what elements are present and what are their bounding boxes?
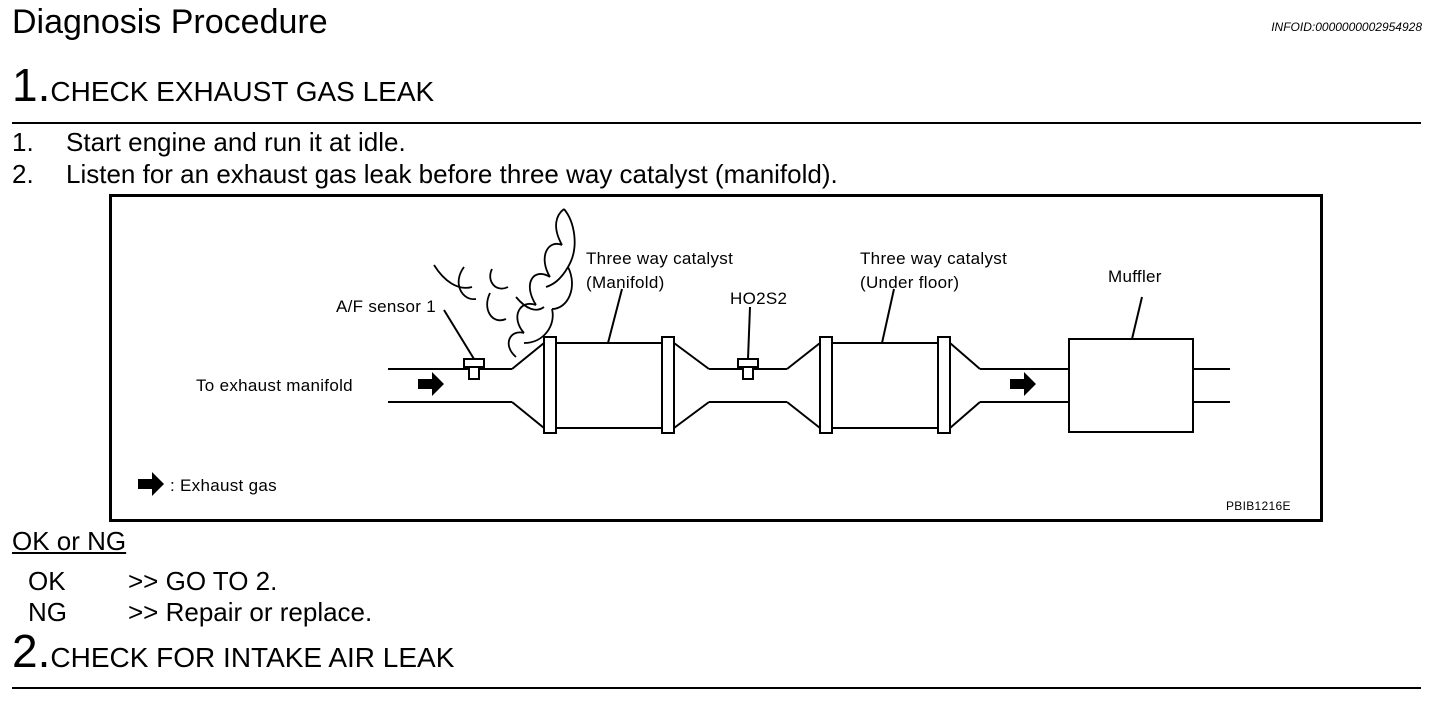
- catalyst-1-flange-left: [543, 336, 557, 434]
- label-twc-manifold-line1: Three way catalyst: [586, 249, 734, 268]
- label-muffler: Muffler: [1108, 267, 1162, 286]
- exhaust-flow-arrow-icon: [418, 372, 444, 396]
- catalyst-1-body: [555, 342, 663, 429]
- instruction-item: 2. Listen for an exhaust gas leak before …: [12, 159, 838, 189]
- divider: [12, 122, 1421, 124]
- instruction-item: 1. Start engine and run it at idle.: [12, 127, 406, 157]
- step-1-heading: CHECK EXHAUST GAS LEAK: [50, 76, 435, 107]
- result-action: >> GO TO 2.: [128, 566, 278, 596]
- label-af-sensor: A/F sensor 1: [336, 297, 436, 316]
- result-item: OK >> GO TO 2.: [28, 566, 277, 596]
- result-key: NG: [28, 597, 67, 627]
- legend-label: : Exhaust gas: [170, 476, 277, 495]
- af-sensor-leader: [443, 309, 475, 360]
- catalyst-1-leader: [607, 288, 623, 344]
- catalyst-2-flange-right: [937, 336, 951, 434]
- label-twc-manifold-line2: (Manifold): [586, 273, 665, 292]
- step-1-header: 1.CHECK EXHAUST GAS LEAK: [12, 62, 434, 108]
- figure-code: PBIB1216E: [1226, 499, 1291, 513]
- catalyst-2-flange-left: [819, 336, 833, 434]
- result-item: NG >> Repair or replace.: [28, 597, 372, 627]
- instruction-number: 1.: [12, 127, 34, 157]
- label-twc-under-floor-line2: (Under floor): [860, 273, 960, 292]
- result-key: OK: [28, 566, 66, 596]
- catalyst-1-flange-right: [661, 336, 675, 434]
- divider: [12, 687, 1421, 689]
- instruction-number: 2.: [12, 159, 34, 189]
- result-heading: OK or NG: [12, 526, 127, 556]
- ho2s2-leader: [747, 306, 751, 360]
- exhaust-leak-smoke-icon: [433, 208, 576, 358]
- muffler-leader: [1131, 296, 1143, 340]
- instruction-text: Listen for an exhaust gas leak before th…: [66, 159, 838, 189]
- result-action: >> Repair or replace.: [128, 597, 373, 627]
- exhaust-system-diagram: To exhaust manifold A/F sensor 1 Three w…: [109, 194, 1323, 522]
- ho2s2-body: [737, 358, 759, 368]
- label-ho2s2: HO2S2: [730, 289, 788, 308]
- step-2-number: 2.: [12, 625, 51, 677]
- step-2-header: 2.CHECK FOR INTAKE AIR LEAK: [12, 628, 454, 674]
- exhaust-system-drawing: [138, 208, 1230, 496]
- label-twc-under-floor-line1: Three way catalyst: [860, 249, 1008, 268]
- instruction-text: Start engine and run it at idle.: [66, 127, 406, 157]
- muffler-body: [1068, 338, 1194, 433]
- step-2-heading: CHECK FOR INTAKE AIR LEAK: [50, 642, 455, 673]
- exhaust-flow-arrow-icon: [1010, 372, 1036, 396]
- info-id: INFOID:0000000002954928: [1271, 20, 1422, 34]
- af-sensor-body: [463, 358, 485, 368]
- step-1-number: 1.: [12, 59, 51, 111]
- legend-arrow-icon: [138, 472, 164, 496]
- catalyst-2-body: [831, 342, 939, 429]
- catalyst-2-leader: [881, 288, 895, 344]
- label-to-exhaust-manifold: To exhaust manifold: [196, 376, 353, 395]
- page-title: Diagnosis Procedure: [12, 3, 328, 41]
